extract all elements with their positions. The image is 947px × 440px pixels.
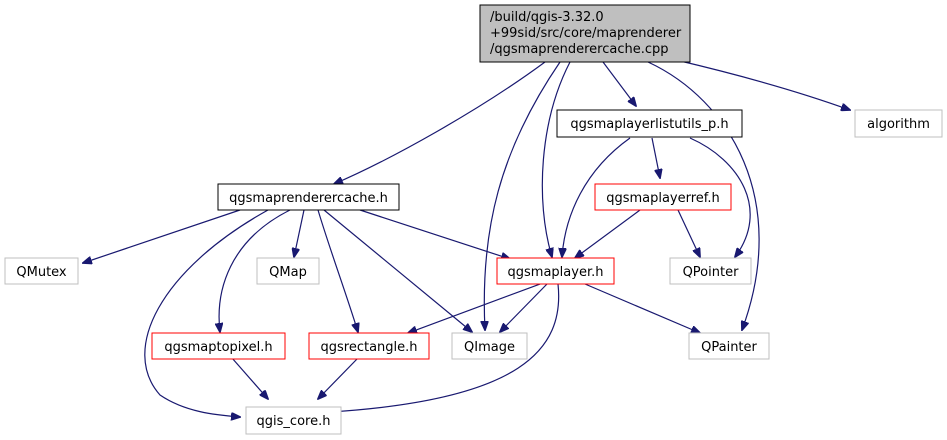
listutils-label: qgsmaplayerlistutils_p.h [570,117,728,132]
layerref-box [594,183,732,211]
node-cache-h[interactable]: qgsmaprenderercache.h [217,183,400,211]
edges [83,59,850,417]
edge-cache-h-to-qgis-core [144,209,269,417]
root-node-box [479,4,691,63]
edge-maplayer-to-qpainter [584,283,700,333]
edge-listutils-to-qpointer [689,137,751,257]
maptopixel-label: qgsmaptopixel.h [164,340,272,355]
node-qmutex[interactable]: QMutex [4,257,79,285]
edge-listutils-to-layerref [651,137,660,178]
root-path-line-1: /build/qgis-3.32.0 [490,10,604,25]
edge-maplayer-to-qgis-core [330,283,560,412]
maplayer-box [496,257,615,285]
qpainter-box [688,332,770,360]
node-qmap[interactable]: QMap [256,257,320,285]
algorithm-label: algorithm [867,117,930,132]
qimage-box [451,332,528,360]
edge-listutils-to-maplayer [562,137,631,257]
edge-cache-h-to-qmap [294,209,305,257]
qpainter-label: QPainter [701,340,757,355]
qpointer-box [669,257,752,285]
qpointer-label: QPointer [683,265,740,280]
edge-root-to-cache-h [334,61,546,184]
qgis-core-box [245,406,342,435]
node-qgis-core[interactable]: qgis_core.h [245,406,342,435]
node-qpointer[interactable]: QPointer [669,257,752,285]
qmap-box [256,257,320,285]
node-maptopixel[interactable]: qgsmaptopixel.h [151,332,286,360]
edge-layerref-to-maplayer [575,209,641,258]
node-maplayer[interactable]: qgsmaplayer.h [496,257,615,285]
edge-root-to-maplayer [541,61,571,257]
qimage-label: QImage [464,340,515,355]
root-path-line-3: /qgsmaprenderercache.cpp [490,42,668,57]
node-layerref[interactable]: qgsmaplayerref.h [594,183,732,211]
node-rectangle[interactable]: qgsrectangle.h [308,332,430,360]
root-path-line-2: +99sid/src/core/maprenderer [490,26,682,41]
edge-root-to-listutils [602,61,636,106]
maptopixel-box [151,332,286,360]
node-listutils[interactable]: qgsmaplayerlistutils_p.h [556,109,743,138]
layerref-label: qgsmaplayerref.h [606,191,720,206]
node-qpainter[interactable]: QPainter [688,332,770,360]
algorithm-box [854,109,943,138]
node-algorithm[interactable]: algorithm [854,109,943,138]
maplayer-label: qgsmaplayer.h [508,265,604,280]
edge-root-to-qimage [484,61,561,330]
edge-maplayer-to-qimage [500,283,548,332]
edge-cache-h-to-maplayer [359,209,510,259]
edge-layerref-to-qpointer [677,209,700,257]
listutils-box [556,109,743,138]
rectangle-box [308,332,430,360]
edge-cache-h-to-maptopixel [219,209,291,332]
edge-maptopixel-to-qgis-core [231,357,268,399]
edge-cache-h-to-rectangle [317,209,358,332]
edge-cache-h-to-qmutex [83,209,241,263]
rectangle-label: qgsrectangle.h [320,340,417,355]
edge-rectangle-to-qgis-core [318,357,359,399]
edge-cache-h-to-qimage [323,209,472,332]
qmutex-box [4,257,79,285]
node-qimage[interactable]: QImage [451,332,528,360]
node-root-file[interactable]: /build/qgis-3.32.0 +99sid/src/core/mapre… [479,4,691,63]
edge-root-to-algorithm [675,59,850,110]
cache-h-label: qgsmaprenderercache.h [229,191,388,206]
cache-h-box [217,183,400,211]
qmutex-label: QMutex [16,265,67,280]
edge-maplayer-to-rectangle [408,283,541,333]
qgis-core-label: qgis_core.h [257,414,331,429]
edge-root-to-qpainter [647,61,760,330]
qmap-label: QMap [269,265,307,280]
